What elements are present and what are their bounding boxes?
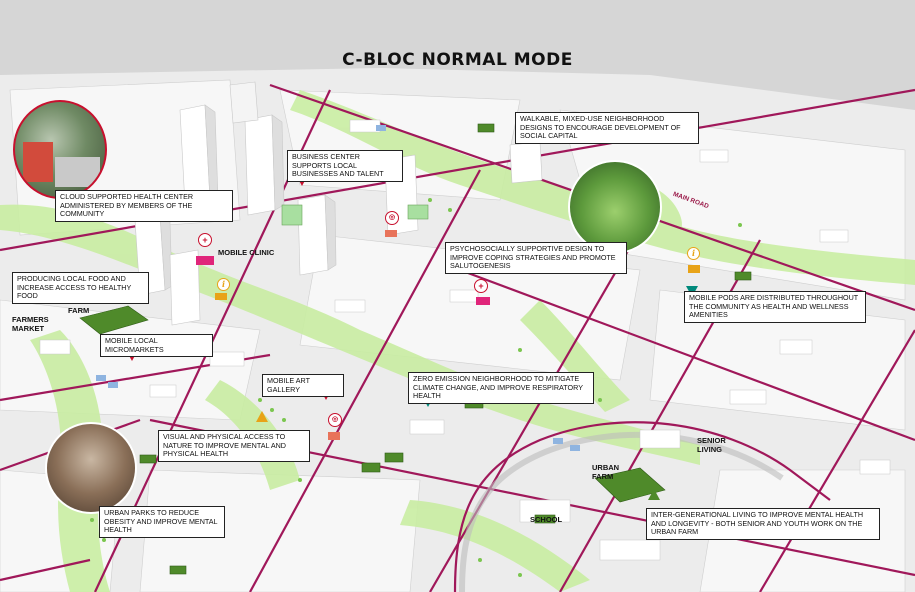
mobile-pods <box>96 125 700 451</box>
callout-intergenerational: INTER-GENERATIONAL LIVING TO IMPROVE MEN… <box>646 508 880 540</box>
health-center-facade <box>23 142 53 182</box>
health-center-walkway <box>55 157 100 187</box>
callout-mobile-pods: MOBILE PODS ARE DISTRIBUTED THROUGHOUT T… <box>684 291 866 323</box>
health-cross-icon: + <box>198 233 212 247</box>
callout-art-gallery: MOBILE ART GALLERY <box>262 374 344 398</box>
loop-road <box>453 421 831 592</box>
health-cross-icon: + <box>474 279 488 293</box>
callout-business-center: BUSINESS CENTER SUPPORTS LOCAL BUSINESSE… <box>287 150 403 182</box>
health-center-photo <box>13 100 107 199</box>
info-icon: i <box>687 247 700 260</box>
callout-nature-access: VISUAL AND PHYSICAL ACCESS TO NATURE TO … <box>158 430 310 462</box>
label-school: SCHOOL <box>530 515 563 524</box>
callout-cloud-health-center: CLOUD SUPPORTED HEALTH CENTER ADMINISTER… <box>55 190 233 222</box>
callout-zero-emission: ZERO EMISSION NEIGHBORHOOD TO MITIGATE C… <box>408 372 594 404</box>
loop-road-surface <box>459 432 784 592</box>
callout-walkable: WALKABLE, MIXED-USE NEIGHBORHOOD DESIGNS… <box>515 112 699 144</box>
urban-park-photo <box>45 422 137 514</box>
label-urban-farm-right: URBAN FARM <box>592 463 620 481</box>
art-icon: ◎ <box>328 413 342 427</box>
info-icon: i <box>217 278 230 291</box>
callout-local-food: PRODUCING LOCAL FOOD AND INCREASE ACCESS… <box>12 272 149 304</box>
park-photo <box>568 160 662 254</box>
art-icon: ◎ <box>385 211 399 225</box>
callout-urban-parks: URBAN PARKS TO REDUCE OBESITY AND IMPROV… <box>99 506 225 538</box>
label-senior-living: SENIOR LIVING <box>697 436 726 454</box>
sky-fade <box>0 0 915 110</box>
urban-farms <box>79 123 752 575</box>
label-mobile-clinic: MOBILE CLINIC <box>218 248 275 257</box>
callout-psychosocial: PSYCHOSOCIALLY SUPPORTIVE DESIGN TO IMPR… <box>445 242 627 274</box>
callout-micromarkets: MOBILE LOCAL MICROMARKETS <box>100 334 213 358</box>
diagram-title: C-BLOC NORMAL MODE <box>342 50 573 70</box>
label-farmers-market: FARMERS MARKET <box>12 315 49 333</box>
